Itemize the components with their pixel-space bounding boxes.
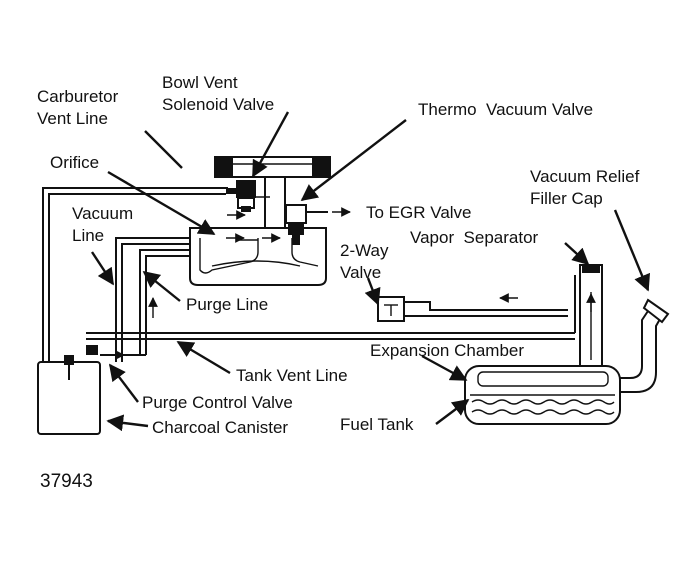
label-tank-vent-line: Tank Vent Line bbox=[236, 366, 348, 385]
label-thermo-vacuum-valve: Thermo Vacuum Valve bbox=[418, 100, 593, 119]
two-way-valve bbox=[377, 296, 568, 322]
figure-number: 37943 bbox=[40, 471, 93, 492]
thermo-vacuum-valve bbox=[285, 204, 328, 245]
charcoal-canister bbox=[37, 345, 146, 435]
label-bowl-vent-1: Bowl Vent bbox=[162, 73, 238, 92]
label-expansion-chamber: Expansion Chamber bbox=[370, 341, 524, 360]
label-two-way-valve-1: 2-Way bbox=[340, 241, 389, 260]
label-carburetor-vent-line-1: Carburetor bbox=[37, 87, 119, 106]
fuel-tank bbox=[464, 365, 621, 425]
label-to-egr-valve: To EGR Valve bbox=[366, 203, 472, 222]
label-two-way-valve-2: Valve bbox=[340, 263, 381, 282]
label-vacuum-line-1: Vacuum bbox=[72, 204, 133, 223]
carburetor-vent-line bbox=[42, 187, 228, 362]
label-bowl-vent-2: Solenoid Valve bbox=[162, 95, 274, 114]
label-orifice: Orifice bbox=[50, 153, 99, 172]
leader-lines bbox=[90, 111, 650, 432]
label-purge-line: Purge Line bbox=[186, 295, 268, 314]
label-vapor-separator: Vapor Separator bbox=[410, 228, 539, 247]
label-vacuum-relief-2: Filler Cap bbox=[530, 189, 603, 208]
bowl-vent-solenoid-valve bbox=[226, 180, 270, 212]
label-vacuum-line-2: Line bbox=[72, 226, 104, 245]
vacuum-line bbox=[115, 237, 190, 362]
label-fuel-tank: Fuel Tank bbox=[340, 415, 414, 434]
label-vacuum-relief-1: Vacuum Relief bbox=[530, 167, 640, 186]
labels: Carburetor Vent Line Bowl Vent Solenoid … bbox=[37, 73, 640, 492]
purge-line bbox=[139, 249, 190, 355]
vapor-separator bbox=[579, 264, 603, 373]
filler-neck bbox=[620, 298, 670, 393]
label-charcoal-canister: Charcoal Canister bbox=[152, 418, 288, 437]
label-carburetor-vent-line-2: Vent Line bbox=[37, 109, 108, 128]
carburetor bbox=[189, 156, 331, 286]
flow-arrows bbox=[106, 207, 596, 360]
label-purge-control-valve: Purge Control Valve bbox=[142, 393, 293, 412]
